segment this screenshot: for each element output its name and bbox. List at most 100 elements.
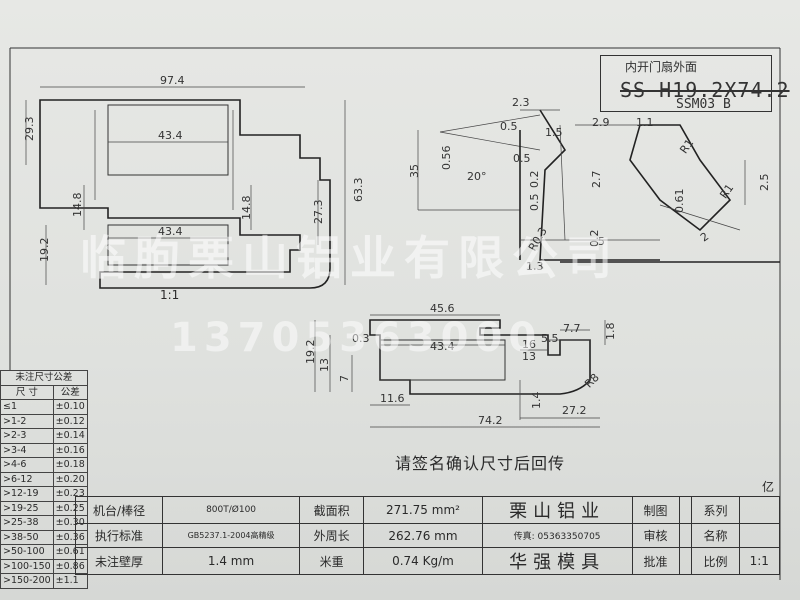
dim-1-5: 1.5 (545, 126, 563, 139)
tolerance-rows: ≤1±0.10>1-2±0.12>2-3±0.14>3-4±0.16>4-6±0… (0, 399, 88, 589)
tolerance-row: >6-12±0.20 (0, 471, 88, 487)
name-label: 名称 (691, 523, 740, 548)
dim-13-b: 13 (522, 350, 536, 363)
dim-45-6: 45.6 (430, 302, 455, 315)
dim-43-4-bottom: 43.4 (430, 340, 455, 353)
tolerance-row: >150-200±1.1 (0, 573, 88, 589)
drafter-label: 制图 (631, 496, 680, 524)
dim-14-8-left: 14.8 (71, 193, 84, 218)
dim-1-4: 1.4 (530, 392, 543, 410)
tolerance-size: >100-150 (0, 558, 54, 574)
dim-2: 2 (698, 230, 711, 245)
maker-name: 华强模具 (481, 547, 633, 575)
dim-74-2: 74.2 (478, 414, 503, 427)
wall-label: 未注壁厚 (74, 547, 164, 575)
tolerance-table: 未注尺寸公差 尺 寸 公差 ≤1±0.10>1-2±0.12>2-3±0.14>… (0, 370, 88, 589)
tolerance-size: >50-100 (0, 544, 54, 560)
dim-14-8-right: 14.8 (240, 196, 253, 221)
dim-0-2-a: 0.2 (528, 171, 541, 189)
area-value: 271.75 mm² (363, 496, 483, 524)
company-name: 栗山铝业 (481, 496, 633, 524)
left-profile-section (25, 86, 346, 289)
dim-0-3: 0.3 (352, 332, 370, 345)
tolerance-row: >4-6±0.18 (0, 457, 88, 473)
dim-0-2-b: 0.2 (588, 230, 601, 248)
series-label: 系列 (691, 496, 740, 524)
wall-value: 1.4 mm (162, 547, 300, 575)
machine-label: 机台/棒径 (74, 496, 164, 524)
machine-value: 800T/Ø100 (162, 496, 300, 524)
dim-r1-a: R1 (677, 137, 696, 156)
tolerance-size: >3-4 (0, 442, 54, 458)
dim-0-5-c: 0.5 (528, 194, 541, 212)
fax-number: 传真: 05363350705 (481, 523, 633, 548)
title-handwritten-note: 内开门扇外面 (625, 60, 698, 74)
dim-13: 13 (318, 358, 331, 372)
tolerance-size: >6-12 (0, 471, 54, 487)
dim-43-4-lower: 43.4 (158, 225, 183, 238)
tolerance-row: >1-2±0.12 (0, 413, 88, 429)
tolerance-value: ±0.12 (52, 413, 88, 429)
ratio-label: 比例 (691, 547, 740, 575)
standard-label: 执行标准 (74, 523, 164, 548)
dim-r8: R8 (582, 371, 602, 391)
dim-97-4: 97.4 (160, 74, 185, 87)
dim-27-2: 27.2 (562, 404, 587, 417)
title-code-struck: SS-H19.2X74.2 (620, 78, 790, 102)
tolerance-size: >12-19 (0, 486, 54, 502)
dim-19-2-bottom: 19.2 (304, 340, 317, 365)
ratio-value: 1:1 (738, 547, 781, 575)
tolerance-row: >3-4±0.16 (0, 442, 88, 458)
bottom-profile-section (314, 314, 606, 428)
tolerance-size: >1-2 (0, 413, 54, 429)
info-table: 机台/棒径 800T/Ø100 截面积 271.75 mm² 栗山铝业 制图 系… (74, 496, 781, 575)
reviewer-value (678, 523, 693, 548)
dim-2-3: 2.3 (512, 96, 530, 109)
dim-0-5-b: 0.5 (513, 152, 531, 165)
approve-value (678, 547, 693, 575)
perimeter-label: 外周长 (298, 523, 365, 548)
dim-5: 5 (598, 235, 605, 248)
dim-0-61: 0.61 (673, 189, 686, 214)
dim-27-3: 27.3 (312, 200, 325, 225)
tolerance-size: >2-3 (0, 428, 54, 444)
dim-43-4-upper: 43.4 (158, 129, 183, 142)
dim-1-3: 1.3 (526, 260, 544, 273)
confirm-note: 请签名确认尺寸后回传 (395, 454, 566, 473)
title-code: SS-H19.2X74.2 (620, 78, 790, 102)
tolerance-size: >19-25 (0, 500, 54, 516)
tolerance-value: ±0.20 (52, 471, 88, 487)
tolerance-row: >2-3±0.14 (0, 428, 88, 444)
signature: 亿 (762, 480, 775, 494)
tolerance-header-size: 尺 寸 (0, 384, 54, 400)
drafter-value (678, 496, 693, 524)
approve-label: 批准 (631, 547, 680, 575)
dim-7-7: 7.7 (563, 322, 581, 335)
dim-5-5: 5.5 (541, 332, 559, 345)
dim-1-1: 1.1 (636, 116, 654, 129)
dim-0-56: 0.56 (440, 146, 453, 171)
detail-view (417, 109, 780, 263)
tolerance-value: ±1.1 (52, 573, 88, 589)
area-label: 截面积 (298, 496, 365, 524)
tolerance-value: ±0.14 (52, 428, 88, 444)
weight-label: 米重 (298, 547, 365, 575)
tolerance-header-tol: 公差 (52, 384, 88, 400)
dim-2-7: 2.7 (590, 171, 603, 189)
dim-16: 16 (522, 338, 536, 351)
weight-value: 0.74 Kg/m (363, 547, 483, 575)
scale-label: 1:1 (160, 288, 180, 302)
dim-11-6: 11.6 (380, 392, 405, 405)
watermark-company: 临朐栗山铝业有限公司 (80, 231, 620, 285)
tolerance-value: ±0.18 (52, 457, 88, 473)
tolerance-value: ±0.16 (52, 442, 88, 458)
dim-2-5: 2.5 (758, 174, 771, 192)
title-code-handwritten: SSM03 B (676, 97, 731, 112)
watermark-phone: 13705363000 (170, 315, 543, 361)
tolerance-title: 未注尺寸公差 (0, 370, 88, 386)
dim-29-3: 29.3 (23, 117, 36, 142)
tolerance-size: >38-50 (0, 529, 54, 545)
tolerance-size: >4-6 (0, 457, 54, 473)
dim-63-3: 63.3 (352, 178, 365, 203)
